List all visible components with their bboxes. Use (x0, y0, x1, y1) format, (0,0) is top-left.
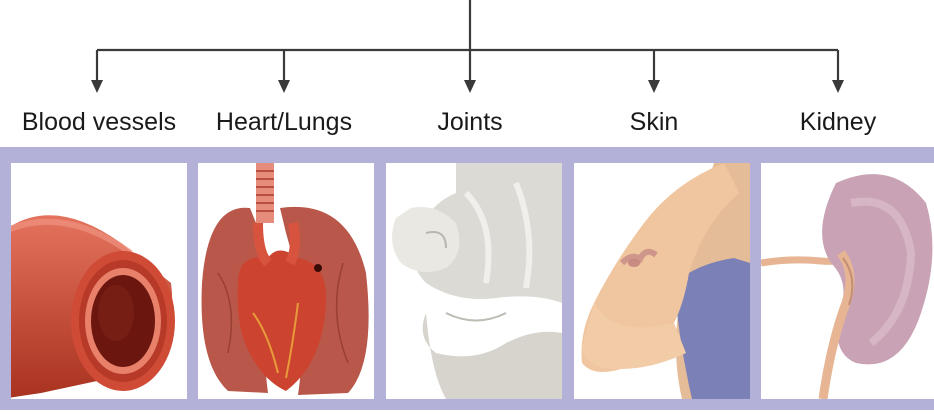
arrowhead-skin (648, 80, 660, 93)
label-joints: Joints (400, 108, 540, 142)
arm-skin-illustration (574, 163, 750, 399)
arrowhead-heart-lungs (278, 80, 290, 93)
kidney-illustration (761, 163, 934, 399)
panel-heart-lungs (198, 163, 374, 399)
panel-joints (386, 163, 562, 399)
arrowhead-blood-vessels (91, 80, 103, 93)
label-kidney: Kidney (768, 108, 908, 142)
blood-vessel-illustration (11, 163, 187, 399)
connector-tree (0, 0, 934, 110)
panel-skin (574, 163, 750, 399)
label-skin: Skin (590, 108, 718, 142)
panel-kidney (761, 163, 934, 399)
heart-lungs-illustration (198, 163, 374, 399)
label-blood-vessels: Blood vessels (8, 108, 190, 142)
panel-blood-vessels (11, 163, 187, 399)
arrowhead-kidney (832, 80, 844, 93)
label-heart-lungs: Heart/Lungs (196, 108, 372, 142)
knee-joint-illustration (386, 163, 562, 399)
arrowhead-joints (464, 80, 476, 93)
